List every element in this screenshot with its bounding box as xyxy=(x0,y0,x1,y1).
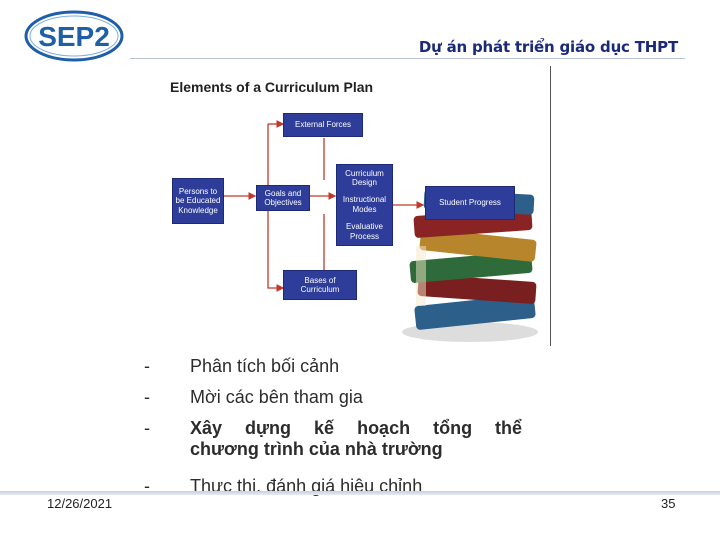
box-persons-label: Persons to be Educated Knowledge xyxy=(173,187,223,216)
bullet-text-line1: Xây dựng kế hoạch tổng thể xyxy=(190,418,560,439)
box-student-progress: Student Progress xyxy=(425,186,515,220)
box-instructional-modes-label: Instructional Modes xyxy=(337,195,392,214)
bullet-dash: - xyxy=(144,356,150,377)
bullet-text-block: Xây dựng kế hoạch tổng thể chương trình … xyxy=(190,418,560,460)
slide-date: 12/26/2021 xyxy=(47,496,112,511)
project-title: Dự án phát triển giáo dục THPT xyxy=(400,38,678,56)
box-external-forces-label: External Forces xyxy=(293,120,353,130)
box-goals-label: Goals and Objectives xyxy=(257,189,309,208)
bullet-text: Phân tích bối cảnh xyxy=(190,356,560,377)
header-divider xyxy=(130,58,685,59)
bullet-dash: - xyxy=(144,387,150,408)
sep2-logo: SEP2 xyxy=(22,8,132,64)
bullet-text-line2: chương trình của nhà trường xyxy=(190,439,560,460)
logo-text: SEP2 xyxy=(38,21,110,52)
box-design-modes-process: Curriculum Design Instructional Modes Ev… xyxy=(336,164,393,246)
bullet-dash: - xyxy=(144,418,150,439)
box-evaluative-process-label: Evaluative Process xyxy=(337,222,392,241)
page-number: 35 xyxy=(661,496,675,511)
box-curriculum-design-label: Curriculum Design xyxy=(337,169,392,188)
box-bases-label: Bases of Curriculum xyxy=(284,276,356,295)
box-goals-objectives: Goals and Objectives xyxy=(256,185,310,211)
footer-divider xyxy=(0,491,720,495)
box-persons-to-be-educated: Persons to be Educated Knowledge xyxy=(172,178,224,224)
box-bases-of-curriculum: Bases of Curriculum xyxy=(283,270,357,300)
box-external-forces: External Forces xyxy=(283,113,363,137)
bullet-text: Mời các bên tham gia xyxy=(190,387,560,408)
box-student-progress-label: Student Progress xyxy=(437,198,503,208)
